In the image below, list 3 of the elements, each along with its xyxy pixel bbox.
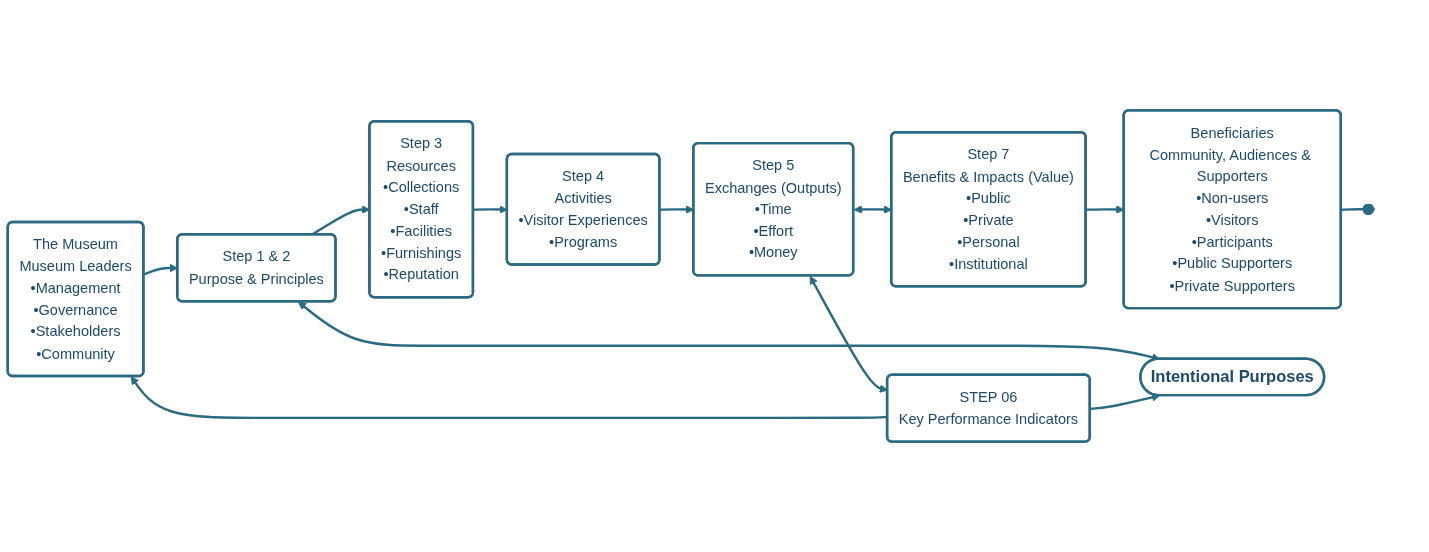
connector bbox=[1341, 203, 1375, 216]
arrow bbox=[809, 275, 888, 393]
arrow bbox=[130, 376, 888, 420]
